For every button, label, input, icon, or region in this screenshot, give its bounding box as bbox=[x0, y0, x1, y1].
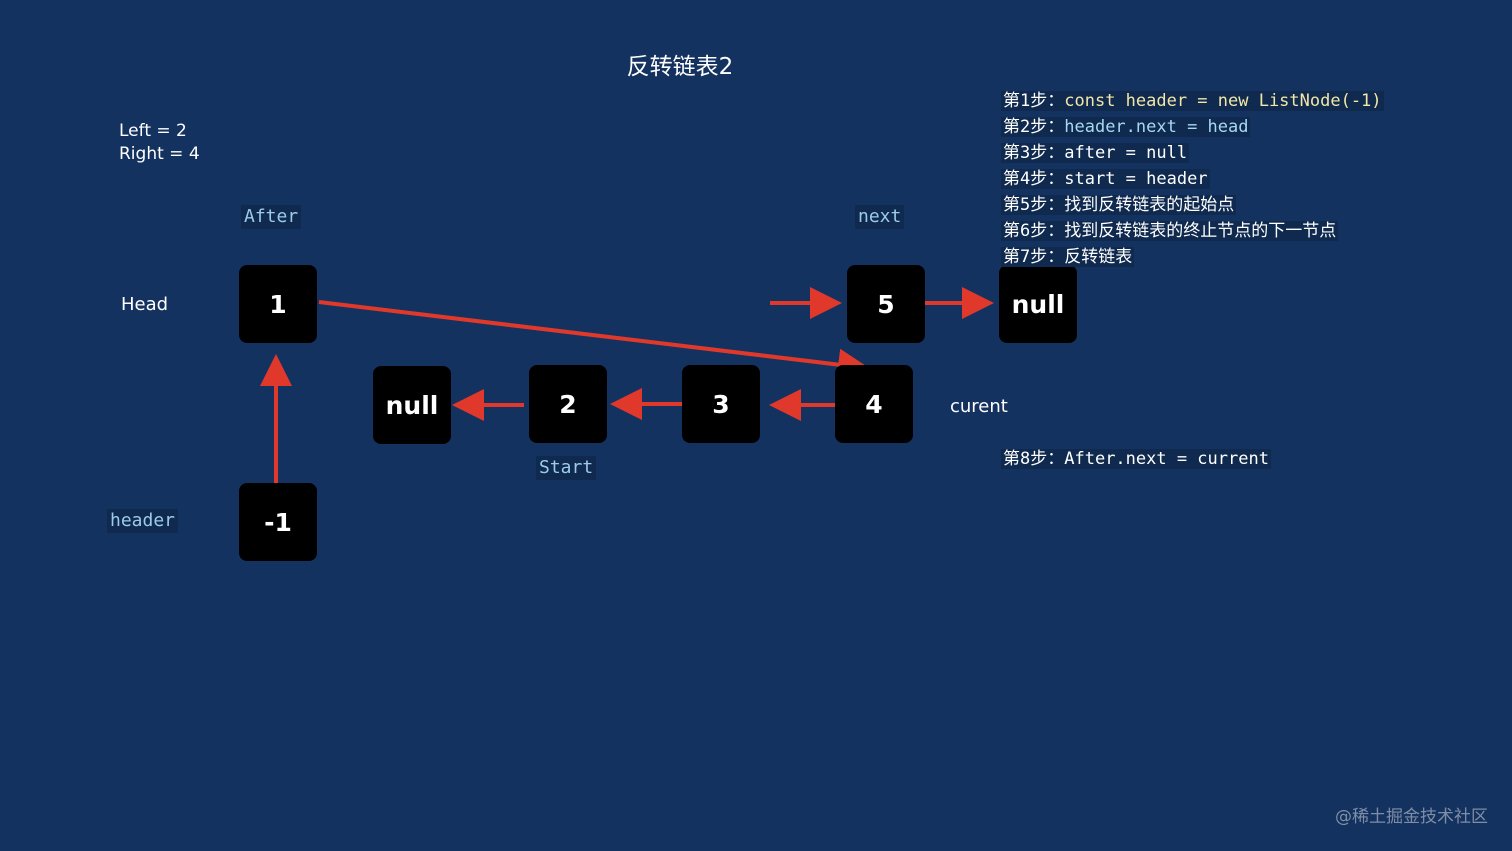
step-6-code: 找到反转链表的终止节点的下一节点 bbox=[1064, 221, 1337, 241]
label-after: After bbox=[241, 205, 302, 229]
step-4: 第4步：start = header bbox=[1001, 166, 1384, 192]
node-3: 3 bbox=[682, 365, 760, 443]
step-6-prefix: 第6步： bbox=[1003, 221, 1065, 241]
step-1-prefix: 第1步： bbox=[1003, 91, 1065, 111]
label-head: Head bbox=[121, 294, 169, 315]
step-3-prefix: 第3步： bbox=[1003, 143, 1065, 163]
label-start: Start bbox=[536, 456, 597, 480]
step-8-code: After.next = current bbox=[1064, 449, 1269, 469]
step-2: 第2步：header.next = head bbox=[1001, 114, 1384, 140]
node-1: 1 bbox=[239, 265, 317, 343]
param-left: Left = 2 bbox=[119, 121, 187, 141]
step-1-code: const header = new ListNode(-1) bbox=[1064, 91, 1382, 111]
step-2-prefix: 第2步： bbox=[1003, 117, 1065, 137]
step-1: 第1步：const header = new ListNode(-1) bbox=[1001, 88, 1384, 114]
label-header: header bbox=[107, 509, 179, 533]
step-8-prefix: 第8步： bbox=[1003, 449, 1065, 469]
node-5: 5 bbox=[847, 265, 925, 343]
step-8: 第8步：After.next = current bbox=[1001, 446, 1271, 472]
step-4-prefix: 第4步： bbox=[1003, 169, 1065, 189]
label-next: next bbox=[855, 205, 905, 229]
step-5: 第5步：找到反转链表的起始点 bbox=[1001, 192, 1384, 218]
label-current: curent bbox=[950, 396, 1008, 417]
steps-list: 第1步：const header = new ListNode(-1) 第2步：… bbox=[1001, 88, 1384, 270]
step-3-code: after = null bbox=[1064, 143, 1188, 163]
step-3: 第3步：after = null bbox=[1001, 140, 1384, 166]
step-7: 第7步：反转链表 bbox=[1001, 244, 1384, 270]
arrow-1-to-4 bbox=[318, 300, 870, 381]
node-minus1: -1 bbox=[239, 483, 317, 561]
step-6: 第6步：找到反转链表的终止节点的下一节点 bbox=[1001, 218, 1384, 244]
node-null-right: null bbox=[999, 265, 1077, 343]
step-5-code: 找到反转链表的起始点 bbox=[1064, 195, 1235, 215]
step-4-code: start = header bbox=[1064, 169, 1208, 189]
node-null-left: null bbox=[373, 366, 451, 444]
step-7-code: 反转链表 bbox=[1064, 247, 1133, 267]
step-7-prefix: 第7步： bbox=[1003, 247, 1065, 267]
node-2: 2 bbox=[529, 365, 607, 443]
params-block: Left = 2 Right = 4 bbox=[119, 120, 200, 166]
diagram-title: 反转链表2 bbox=[626, 54, 734, 80]
param-right: Right = 4 bbox=[119, 144, 200, 164]
watermark: @稀土掘金技术社区 bbox=[1335, 807, 1488, 827]
step-5-prefix: 第5步： bbox=[1003, 195, 1065, 215]
step-2-code: header.next = head bbox=[1064, 117, 1249, 137]
node-4: 4 bbox=[835, 365, 913, 443]
